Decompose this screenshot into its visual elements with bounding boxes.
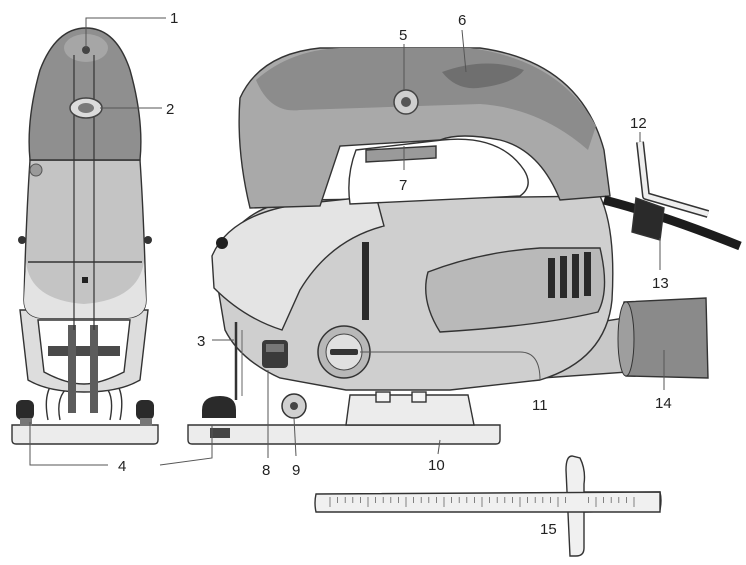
callout-11: 11 [532,397,548,414]
callout-3: 3 [197,333,205,350]
power-cable [602,195,742,251]
callout-9: 9 [292,462,300,479]
callout-12: 12 [630,115,647,132]
front-view [11,27,159,445]
side-view [187,47,742,445]
callout-1: 1 [170,10,178,27]
bevel-screw [202,396,236,418]
callout-4: 4 [118,458,126,475]
callout-2: 2 [166,101,174,118]
callout-15: 15 [540,521,557,538]
callout-10: 10 [428,457,445,474]
callout-14: 14 [655,395,672,412]
callout-7: 7 [399,177,407,194]
vent-slot [548,258,555,298]
trigger-switch [365,145,437,163]
front-base-plate [11,424,159,445]
front-base-screw-left [16,400,34,420]
guide-ruler-bar [314,491,661,513]
callout-5: 5 [399,27,407,44]
front-base-screw-right [136,400,154,420]
parallel-guide [314,455,662,557]
callout-6: 6 [458,12,466,29]
leader-lines [29,17,665,466]
ruler-ticks [329,497,635,507]
callout-8: 8 [262,462,270,479]
callout-labels: 1 2 3 4 5 6 7 8 9 10 11 12 13 14 15 [118,10,672,538]
soft-grip [442,63,524,89]
side-base-plate [187,424,501,445]
callout-13: 13 [652,275,669,292]
